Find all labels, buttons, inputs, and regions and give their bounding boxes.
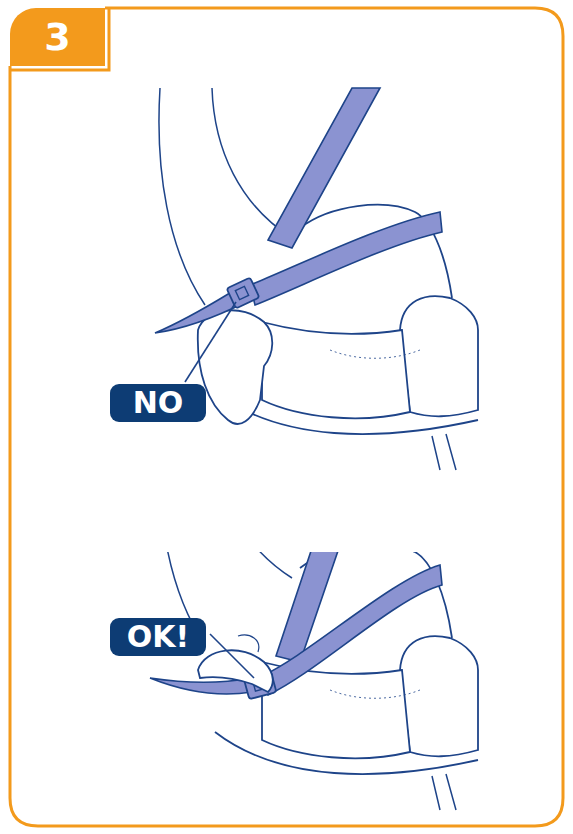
frame [10,8,563,826]
leader-line [210,634,254,678]
wrong-label: NO [110,384,206,422]
leader-line [185,302,236,382]
label-text: OK! [127,622,189,652]
label-text: 3 [44,18,70,56]
tab-outline [10,8,109,70]
label-text: NO [133,388,184,418]
step-number-tab: 3 [10,8,105,66]
correct-label: OK! [110,618,206,656]
